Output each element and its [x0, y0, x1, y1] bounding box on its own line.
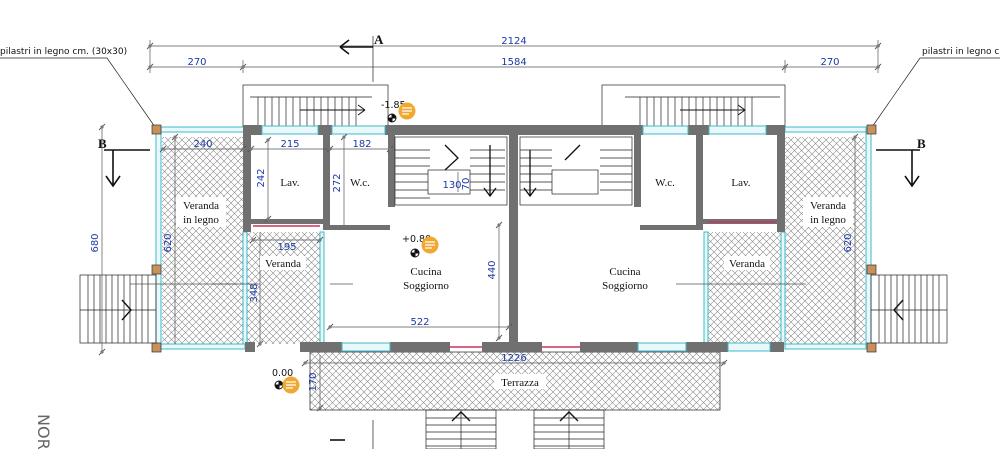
top-stair-right: [601, 84, 786, 128]
room-veranda-left: Veranda: [265, 258, 301, 270]
dim-small-veranda-height: 348: [249, 283, 260, 302]
room-labels: Veranda in legno Veranda in legno Verand…: [176, 177, 853, 389]
stair-direction-arrow-icon: [523, 150, 537, 198]
veranda-right-area: [708, 232, 781, 344]
elevation-ground-text: 0.00: [272, 368, 293, 379]
dim-stair-landing: 130: [442, 180, 461, 191]
dim-kitchen-width: 522: [410, 317, 429, 328]
room-lav-left: Lav.: [280, 177, 299, 189]
pillar-note-left-text: pilastri in legno cm. (30x30): [0, 47, 127, 57]
elevation-stair-top-text: -1.85: [381, 100, 406, 111]
dim-terrace-depth: 170: [308, 372, 319, 391]
comment-bubble-icon[interactable]: [282, 376, 300, 394]
interior-dimensions: [98, 123, 859, 412]
side-stair-right: [870, 274, 948, 344]
section-arrow-icon: [904, 150, 920, 188]
dim-stair-small: 70: [461, 178, 472, 191]
dim-kitchen-depth: 440: [487, 260, 498, 279]
dim-lav-depth: 242: [256, 168, 267, 187]
stair-direction-arrow-icon: [483, 145, 497, 198]
dim-right-bay: 270: [820, 57, 839, 68]
section-mark-b-right: B: [876, 136, 926, 188]
dim-terrace-width: 1226: [501, 353, 526, 364]
veranda-glazing: [155, 126, 872, 350]
dim-lav-width: 215: [280, 139, 299, 150]
veranda-legno-right-area: [785, 137, 865, 344]
elevation-marker-icon: [410, 248, 420, 258]
room-lav-right: Lav.: [731, 177, 750, 189]
north-label: NOR: [34, 414, 53, 449]
internal-stair-right: [519, 136, 633, 206]
dim-veranda-height-left: 620: [163, 233, 174, 252]
interior-dimension-labels: 240 215 182 242 272 130 70 680 620 620 1…: [90, 139, 854, 392]
walls: [243, 125, 785, 352]
dim-veranda-height-right: 620: [843, 233, 854, 252]
stair-direction-arrow-icon: [300, 104, 366, 116]
stair-direction-arrow-icon: [680, 104, 746, 116]
room-cucina-right-line2: Soggiorno: [602, 280, 648, 292]
elevation-marker-icon: [274, 380, 284, 390]
room-veranda-right: Veranda: [729, 258, 765, 270]
door-thresholds: [253, 221, 775, 348]
comment-bubble-icon[interactable]: [421, 236, 439, 254]
pillar-note-right-text: pilastri in legno cm.: [922, 47, 1000, 57]
room-veranda-legno-right-line2: in legno: [810, 214, 846, 226]
veranda-left-area: [247, 232, 320, 344]
section-arrow-icon: [339, 39, 373, 55]
top-dimension-chain: 2124 270 1584 270: [146, 36, 882, 73]
dim-small-veranda-width: 195: [277, 242, 296, 253]
room-wc-left: W.c.: [350, 177, 370, 189]
elevation-kitchen[interactable]: +0.80: [402, 234, 439, 258]
bottom-stair-right: [533, 409, 605, 449]
room-cucina-left-line2: Soggiorno: [403, 280, 449, 292]
internal-stair-left: [394, 136, 508, 206]
bottom-stair-left: [425, 409, 497, 449]
dim-wc-width: 182: [352, 139, 371, 150]
section-label-b-right: B: [917, 136, 926, 151]
veranda-legno-left-area: [162, 137, 245, 344]
side-stair-left: [79, 274, 157, 344]
room-veranda-legno-right-line1: Veranda: [810, 200, 846, 212]
room-terrazza: Terrazza: [501, 377, 539, 389]
dim-wc-depth: 272: [332, 173, 343, 192]
pillar-note-left: pilastri in legno cm. (30x30): [0, 47, 156, 128]
room-cucina-left-line1: Cucina: [410, 266, 441, 278]
elevation-ground[interactable]: 0.00: [272, 368, 300, 394]
dim-total-width: 2124: [501, 36, 526, 47]
elevation-kitchen-text: +0.80: [402, 234, 431, 245]
top-stair-left: [242, 84, 389, 128]
room-wc-right: W.c.: [655, 177, 675, 189]
room-cucina-right-line1: Cucina: [609, 266, 640, 278]
room-veranda-legno-left-line2: in legno: [183, 214, 219, 226]
dim-height-680: 680: [90, 233, 101, 252]
section-mark-b-left: B: [98, 136, 150, 188]
comment-bubble-icon[interactable]: [398, 102, 416, 120]
wooden-pillars: [151, 124, 877, 353]
elevation-stair-top[interactable]: -1.85: [381, 100, 416, 123]
elevation-marker-icon: [387, 113, 397, 123]
section-label-a: A: [374, 32, 384, 47]
section-label-b-left: B: [98, 136, 107, 151]
section-mark-a: A: [339, 32, 384, 82]
dim-veranda-width-left: 240: [193, 139, 212, 150]
pillar-note-right: pilastri in legno cm.: [871, 47, 1000, 128]
dim-center-bay: 1584: [501, 57, 526, 68]
room-veranda-legno-left-line1: Veranda: [183, 200, 219, 212]
dim-left-bay: 270: [187, 57, 206, 68]
section-arrow-icon: [105, 150, 121, 188]
